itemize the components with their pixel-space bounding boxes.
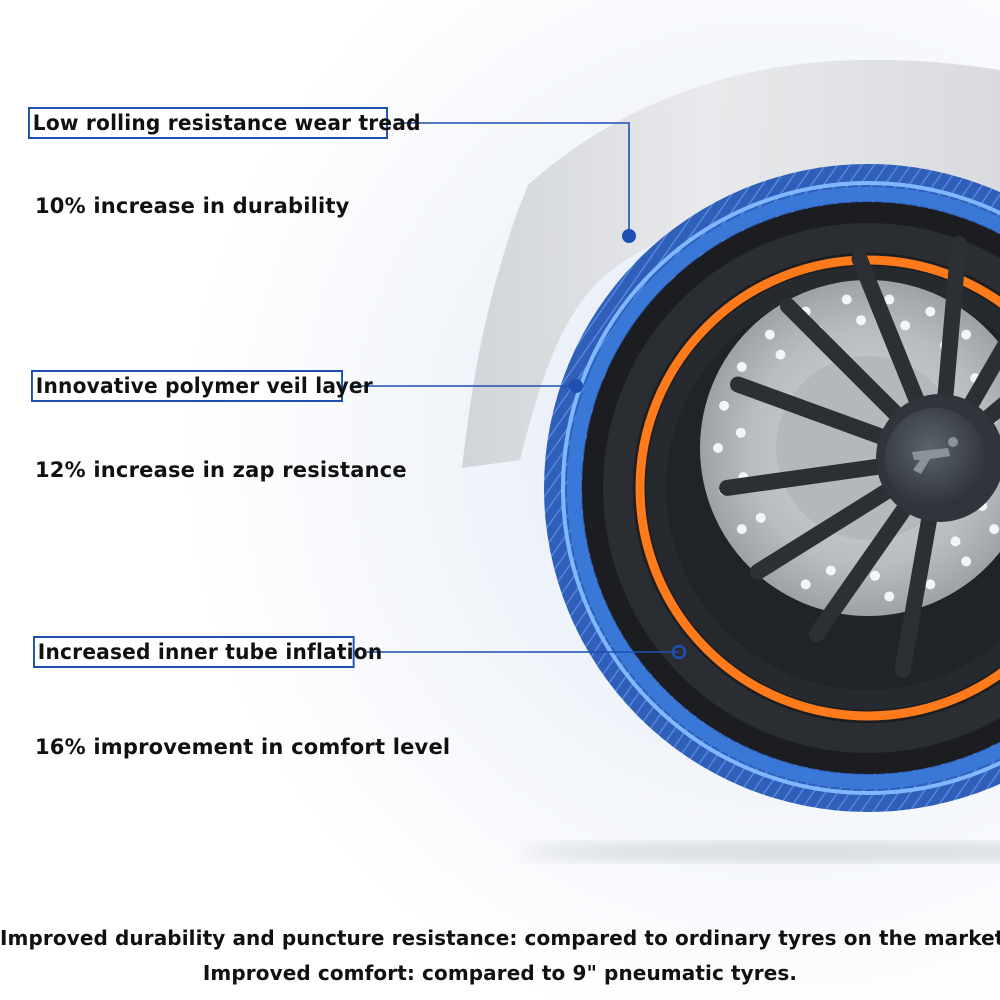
disc-hole	[900, 320, 911, 331]
callout-tread-stat: 10% increase in durability	[35, 194, 350, 218]
disc-hole	[950, 536, 961, 547]
callout-dot-inflation	[671, 644, 687, 660]
callout-dot-tread	[622, 229, 636, 243]
disc-hole	[736, 361, 747, 372]
disc-hole	[841, 294, 852, 305]
disc-hole	[775, 349, 786, 360]
veil-layer-ring	[567, 187, 1000, 789]
callout-dots	[569, 229, 687, 660]
segway-logo-icon	[912, 437, 958, 474]
callout-line-tread	[402, 122, 630, 234]
tyre-sidewall-shade	[603, 223, 1000, 753]
disc-hole	[825, 565, 836, 576]
disc-hole	[856, 315, 866, 326]
disc-hole	[961, 556, 972, 567]
callout-inflation-stat: 16% improvement in comfort level	[35, 735, 451, 759]
disc-hole	[755, 512, 766, 523]
callout-veil-title: Innovative polymer veil layer	[31, 370, 373, 402]
disc-hole	[719, 400, 730, 411]
footer-line-1: Improved durability and puncture resista…	[0, 926, 1000, 950]
disc-hole	[870, 570, 880, 581]
callout-tread-title: Low rolling resistance wear tread	[28, 107, 421, 139]
tread-highlight-ring	[561, 181, 1000, 795]
callout-lines	[355, 122, 679, 653]
disc-hole	[713, 443, 723, 453]
disc-hole	[884, 591, 895, 602]
callout-veil-stat: 12% increase in zap resistance	[35, 458, 407, 482]
disc-hole	[989, 524, 1000, 535]
ground-shadow	[520, 842, 1000, 862]
disc-hole	[736, 524, 747, 535]
disc-hole	[884, 294, 895, 305]
fender	[462, 59, 1000, 468]
callout-inflation-title: Increased inner tube inflation	[33, 636, 382, 668]
footer-line-2: Improved comfort: compared to 9" pneumat…	[202, 961, 798, 985]
disc-hole	[925, 579, 936, 590]
disc-hole	[925, 306, 936, 317]
disc-hole	[961, 329, 972, 340]
callout-dot-veil	[569, 379, 583, 393]
disc-hole	[764, 329, 775, 340]
disc-hole	[800, 579, 811, 590]
disc-hole	[735, 427, 746, 438]
